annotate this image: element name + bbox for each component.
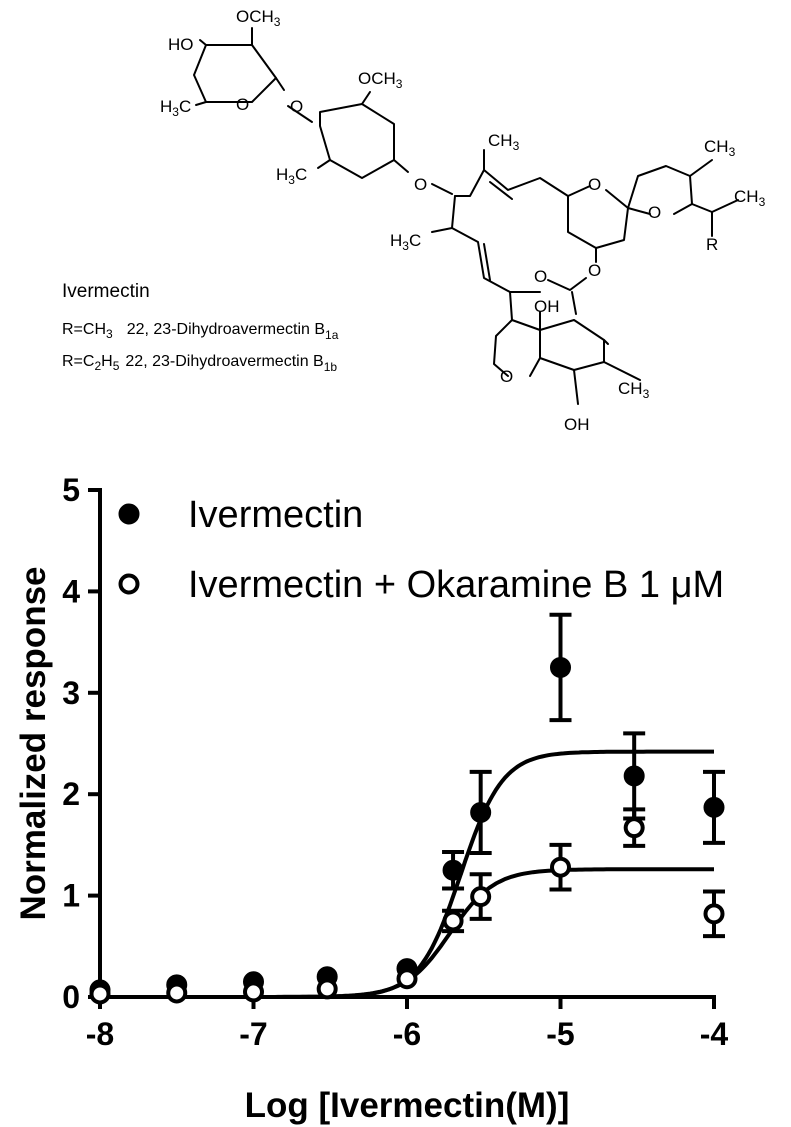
variant-b1b: R=C2H5 22, 23-Dihydroavermectin B1b bbox=[62, 353, 337, 374]
label-h3c-a: H3C bbox=[160, 97, 191, 119]
variant-b1b-prefix-sub-b: 5 bbox=[113, 359, 120, 373]
label-ch3-top: CH3 bbox=[488, 131, 520, 153]
label-o-carbonyl: O bbox=[534, 267, 547, 286]
legend-marker-open bbox=[118, 573, 140, 595]
label-r: R bbox=[706, 235, 718, 254]
label-oh-b: OH bbox=[564, 415, 590, 434]
x-tick-label: -5 bbox=[546, 1016, 574, 1052]
legend-label: Ivermectin + Okaramine B 1 μM bbox=[188, 564, 724, 606]
variant-b1b-name: 22, 23-Dihydroavermectin B bbox=[125, 353, 323, 370]
label-o-furan: O bbox=[500, 367, 513, 386]
label-ch3-side: CH3 bbox=[734, 187, 766, 209]
data-point-open bbox=[316, 978, 338, 1000]
data-point-open bbox=[703, 903, 725, 925]
x-tick-label: -7 bbox=[239, 1016, 267, 1052]
y-tick-label: 2 bbox=[62, 776, 80, 812]
compound-name: Ivermectin bbox=[62, 281, 150, 302]
atom-labels: OCH3 HO H3C O O OCH3 H3C O CH3 O CH3 O C… bbox=[160, 7, 766, 434]
data-point-open bbox=[89, 983, 111, 1005]
variant-b1b-sub: 1b bbox=[324, 360, 338, 374]
data-point-filled bbox=[703, 796, 725, 818]
variant-b1a-sub: 1a bbox=[325, 328, 339, 342]
y-axis-label: Normalized response bbox=[14, 567, 53, 921]
y-tick-label: 5 bbox=[62, 472, 80, 508]
label-ch3-ring: CH3 bbox=[618, 379, 650, 401]
label-o-link2: O bbox=[414, 175, 427, 194]
variant-b1a-prefix-sub: 3 bbox=[106, 327, 113, 341]
label-h3c-c: H3C bbox=[390, 231, 421, 253]
data-point-filled bbox=[470, 801, 492, 823]
y-tick-label: 4 bbox=[62, 573, 80, 609]
label-o-link1: O bbox=[290, 97, 303, 116]
x-tick-label: -8 bbox=[86, 1016, 114, 1052]
data-point-open bbox=[166, 982, 188, 1004]
label-o-sugar1: O bbox=[236, 95, 249, 114]
variant-b1b-prefix-a: R=C bbox=[62, 353, 94, 370]
variant-b1b-prefix-b: H bbox=[101, 353, 113, 370]
ivermectin-structure bbox=[193, 27, 739, 405]
x-tick-label: -4 bbox=[700, 1016, 729, 1052]
y-tick-label: 3 bbox=[62, 675, 80, 711]
label-oh-a: OH bbox=[534, 297, 560, 316]
x-tick-label: -6 bbox=[393, 1016, 421, 1052]
legend-marker-filled bbox=[118, 503, 140, 525]
variant-b1a-prefix: R=CH bbox=[62, 321, 106, 338]
variant-b1a: R=CH3 22, 23-Dihydroavermectin B1a bbox=[62, 321, 339, 342]
data-point-open bbox=[470, 886, 492, 908]
y-tick-label: 0 bbox=[62, 979, 80, 1015]
data-point-open bbox=[243, 981, 264, 1003]
y-tick-label: 1 bbox=[62, 878, 80, 914]
data-point-open bbox=[623, 817, 645, 839]
x-axis-label: Log [Ivermectin(M)] bbox=[245, 1086, 570, 1125]
variant-b1a-name: 22, 23-Dihydroavermectin B bbox=[127, 321, 325, 338]
data-point-filled bbox=[550, 656, 571, 678]
data-point-filled bbox=[623, 765, 645, 787]
label-och3-b: OCH3 bbox=[358, 69, 403, 91]
data-point-open bbox=[396, 968, 418, 990]
data-point-open bbox=[550, 856, 571, 878]
legend-label: Ivermectin bbox=[188, 494, 363, 536]
data-point-open bbox=[442, 910, 464, 932]
label-och3-a: OCH3 bbox=[236, 7, 281, 29]
data-point-filled bbox=[442, 859, 464, 881]
variant-b1b-prefix-sub-a: 2 bbox=[94, 359, 101, 373]
label-ch3-spiro: CH3 bbox=[704, 137, 736, 159]
label-o-ester: O bbox=[588, 261, 601, 280]
label-o-spiro2: O bbox=[648, 203, 661, 222]
label-ho: HO bbox=[168, 35, 194, 54]
label-o-spiro1: O bbox=[588, 175, 601, 194]
label-h3c-b: H3C bbox=[276, 165, 307, 187]
